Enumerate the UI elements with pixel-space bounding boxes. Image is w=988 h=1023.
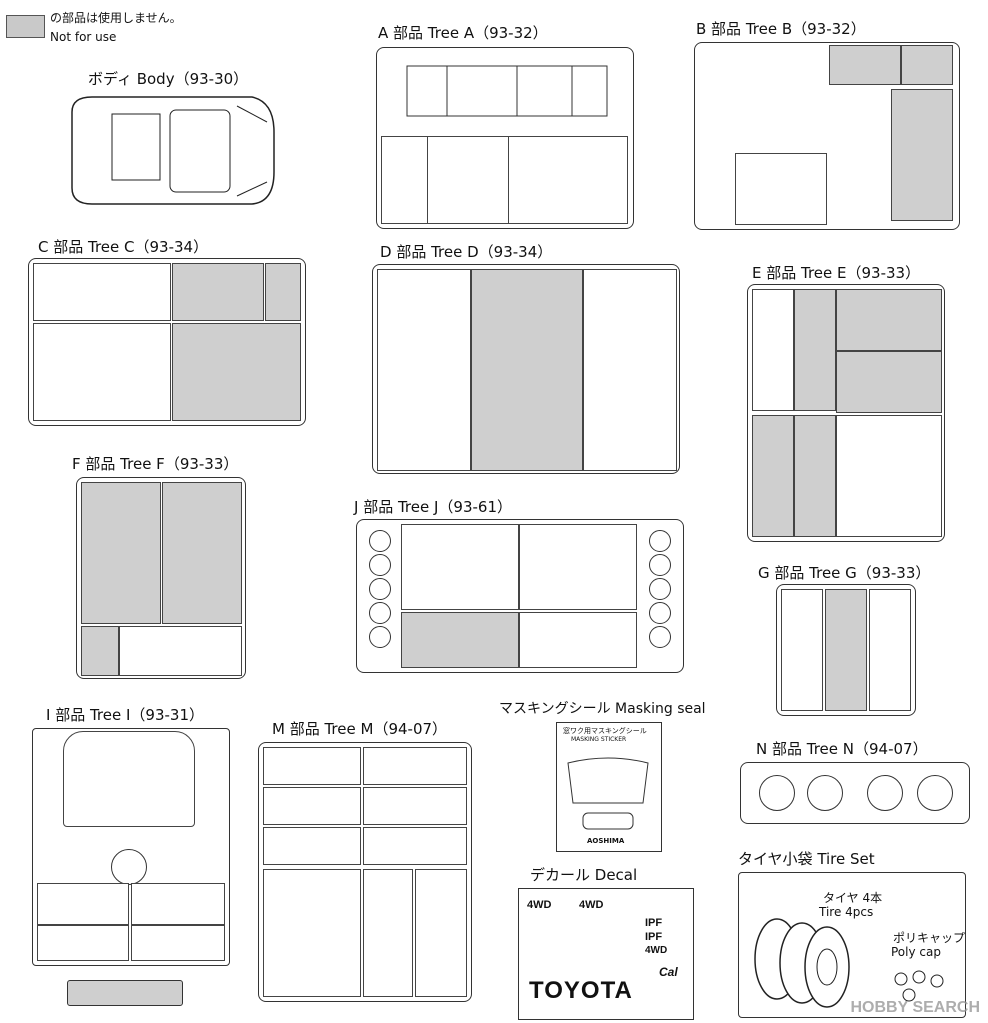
masking-sticker-sheet: 窓ワク用マスキングシール MASKING STICKER AOSHIMA [556,722,662,852]
wheel-icon [807,775,843,811]
tire-icon [754,918,850,1008]
wheel-icon [917,775,953,811]
poly-cap-jp: ポリキャップ [893,931,966,945]
decal-4wd-1: 4WD [527,899,552,911]
tree-j-title: J 部品 Tree J（93-61） [354,498,512,516]
watermark: HOBBY SEARCH [850,999,981,1016]
tree-j-runner [356,519,684,673]
tree-n-runner [740,762,970,824]
tree-i-title: I 部品 Tree I（93-31） [46,706,204,724]
wheel-icon [759,775,795,811]
tire-set-title: タイヤ小袋 Tire Set [738,850,875,868]
tree-g-runner [776,584,916,716]
tree-b-runner [694,42,960,230]
tire-count-jp: タイヤ 4本 [823,891,883,905]
poly-cap-icon [894,970,944,1002]
tire-set-bag: タイヤ 4本 Tire 4pcs ポリキャップ Poly cap [738,872,966,1018]
decal-title: デカール Decal [530,866,638,884]
tree-c-title: C 部品 Tree C（93-34） [38,238,209,256]
decal-ipf-2: IPF [645,931,663,943]
decal-toyota: TOYOTA [529,977,633,1004]
tree-n-title: N 部品 Tree N（94-07） [756,740,928,758]
legend-jp: の部品は使用しません。 [50,11,182,25]
decal-cal: Cal [659,965,678,979]
not-for-use-swatch [6,15,45,38]
body-shell-drawing [71,96,275,205]
tree-m-title: M 部品 Tree M（94-07） [272,720,448,738]
poly-cap-en: Poly cap [891,945,941,959]
masking-title: マスキングシール Masking seal [499,701,706,717]
tree-d-title: D 部品 Tree D（93-34） [380,243,553,261]
tree-f-runner [76,477,246,679]
masking-sheet-subtitle: MASKING STICKER [571,736,627,743]
tree-f-title: F 部品 Tree F（93-33） [72,455,239,473]
tree-g-title: G 部品 Tree G（93-33） [758,564,931,582]
decal-ipf-1: IPF [645,917,663,929]
tree-m-runner [258,742,472,1002]
tree-b-title: B 部品 Tree B（93-32） [696,20,866,38]
tree-i-strip [67,980,183,1006]
decal-4wd-2: 4WD [579,899,604,911]
legend-en: Not for use [50,30,117,44]
tree-e-title: E 部品 Tree E（93-33） [752,264,921,282]
tree-i-runner [32,728,230,966]
wheel-icon [867,775,903,811]
decal-4wd-3: 4WD [645,945,668,956]
decal-sheet: 4WD 4WD IPF IPF 4WD Cal TOYOTA [518,888,694,1020]
tree-body-title: ボディ Body（93-30） [88,70,249,88]
masking-brand: AOSHIMA [587,837,625,845]
tire-count-en: Tire 4pcs [819,905,874,919]
tree-c-runner [28,258,306,426]
masking-sheet-title: 窓ワク用マスキングシール [563,727,647,735]
tree-e-runner [747,284,945,542]
tree-a-runner [376,47,634,229]
tree-d-runner [372,264,680,474]
tree-a-title: A 部品 Tree A（93-32） [378,24,548,42]
